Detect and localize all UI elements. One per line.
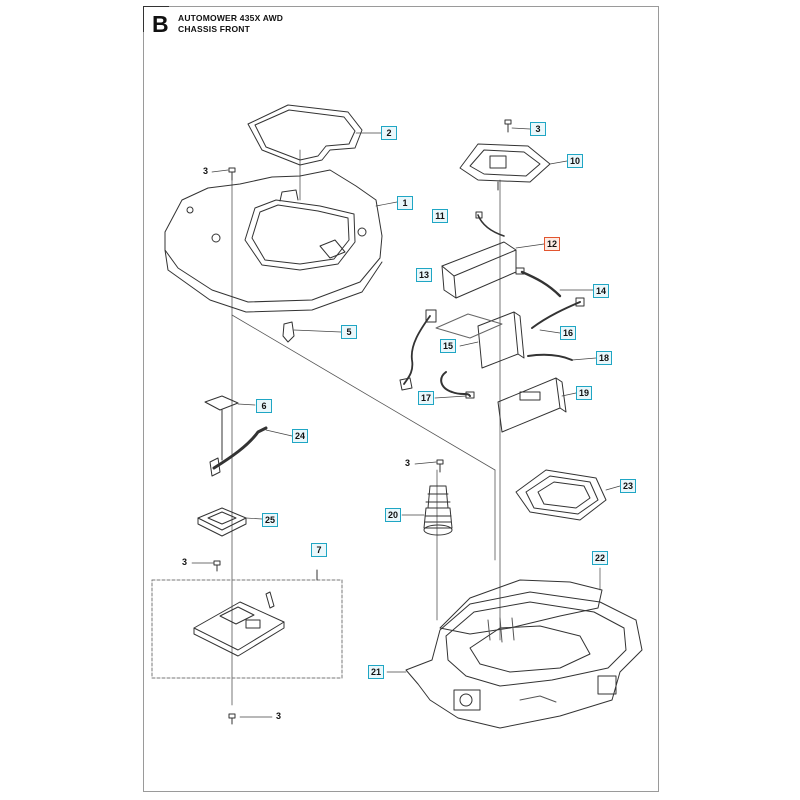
diagram-title: AUTOMOWER 435X AWD CHASSIS FRONT [178, 13, 283, 35]
callout-23: 23 [620, 479, 637, 493]
part-15-board [435, 311, 525, 369]
callout-21: 21 [368, 665, 385, 679]
label-screw-3-middle: 3 [405, 458, 411, 468]
label-screw-3-top: 3 [203, 166, 209, 176]
part-18-cable [527, 353, 573, 361]
callout-10: 10 [567, 154, 584, 168]
callout-12: 12 [544, 237, 561, 251]
callout-11: 11 [432, 209, 448, 223]
callout-25: 25 [262, 513, 279, 527]
label-screw-3-left: 3 [182, 557, 188, 567]
callout-6: 6 [256, 399, 272, 413]
part-1-chassis-cover [164, 169, 383, 313]
part-23-frame [515, 469, 607, 521]
callout-22: 22 [592, 551, 609, 565]
callout-15: 15 [440, 339, 457, 353]
title-line-model: AUTOMOWER 435X AWD [178, 13, 284, 23]
part-17-cable [440, 371, 475, 399]
part-14-cable [515, 267, 562, 298]
callout-24: 24 [292, 429, 309, 443]
part-20-bellow [423, 485, 453, 536]
part-19-board [497, 377, 567, 433]
callout-5: 5 [341, 325, 357, 339]
callout-19: 19 [576, 386, 593, 400]
part-16-cable [531, 297, 585, 329]
title-line-assembly: CHASSIS FRONT [178, 24, 251, 34]
part-7-circuit-board-group [151, 569, 343, 679]
callout-17: 17 [418, 391, 435, 405]
part-3-screws [213, 119, 512, 725]
part-6-sensor-board [204, 395, 239, 461]
callout-14: 14 [593, 284, 610, 298]
callout-13: 13 [416, 268, 433, 282]
part-13-cable-harness [399, 309, 437, 391]
callout-7: 7 [311, 543, 327, 557]
callout-3: 3 [530, 122, 546, 136]
part-24-cable [209, 426, 268, 477]
callout-1: 1 [397, 196, 413, 210]
part-5-clip [282, 321, 295, 343]
part-2-gasket [247, 104, 363, 166]
callout-16: 16 [560, 326, 577, 340]
part-22-gasket [439, 579, 603, 635]
section-letter: B [152, 11, 169, 37]
label-screw-3-bottom: 3 [276, 711, 282, 721]
leader-lines [191, 127, 621, 718]
part-10-bracket [459, 143, 551, 191]
callout-18: 18 [596, 351, 613, 365]
callout-20: 20 [385, 508, 402, 522]
part-11-12-module [441, 211, 517, 299]
callout-2: 2 [381, 126, 397, 140]
part-25-board [197, 507, 247, 537]
part-21-lower-chassis [405, 591, 643, 729]
